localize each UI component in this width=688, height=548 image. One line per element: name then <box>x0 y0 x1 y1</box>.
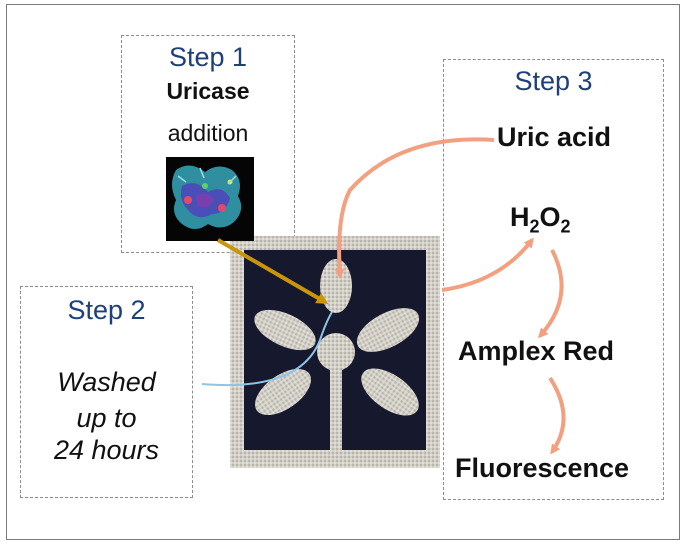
fluorescence-label: Fluorescence <box>455 453 630 483</box>
gold-arrow <box>216 238 329 305</box>
h2o2-sub1: 2 <box>529 216 540 237</box>
step1-uricase: Uricase <box>166 78 250 104</box>
arrow-h2o2-to-amplex <box>537 249 564 339</box>
h2o2-sub2: 2 <box>560 216 571 237</box>
step1-title: Step 1 <box>168 42 248 72</box>
arrow-amplex-to-fluorescence <box>548 376 566 455</box>
protein-structure-icon <box>166 157 254 241</box>
step2-hours: 24 hours <box>53 435 160 465</box>
h2o2-h: H <box>510 202 530 232</box>
step2-box: Step 2 Washed up to 24 hours <box>20 286 193 498</box>
step1-addition: addition <box>167 120 249 146</box>
step3-title: Step 3 <box>514 66 593 96</box>
blue-wash-line <box>201 311 333 387</box>
step2-title: Step 2 <box>67 295 146 325</box>
arrow-uric-to-fabric <box>334 137 495 279</box>
amplex-red-label: Amplex Red <box>458 336 615 366</box>
uric-acid-label: Uric acid <box>497 122 612 152</box>
h2o2-o: O <box>539 202 561 232</box>
step2-washed: Washed <box>57 367 156 397</box>
h2o2-label: H2O2 <box>510 202 571 237</box>
step2-up-to: up to <box>76 403 137 433</box>
fabric-sensor-icon <box>230 236 440 468</box>
arrow-fabric-to-h2o2 <box>441 237 534 292</box>
